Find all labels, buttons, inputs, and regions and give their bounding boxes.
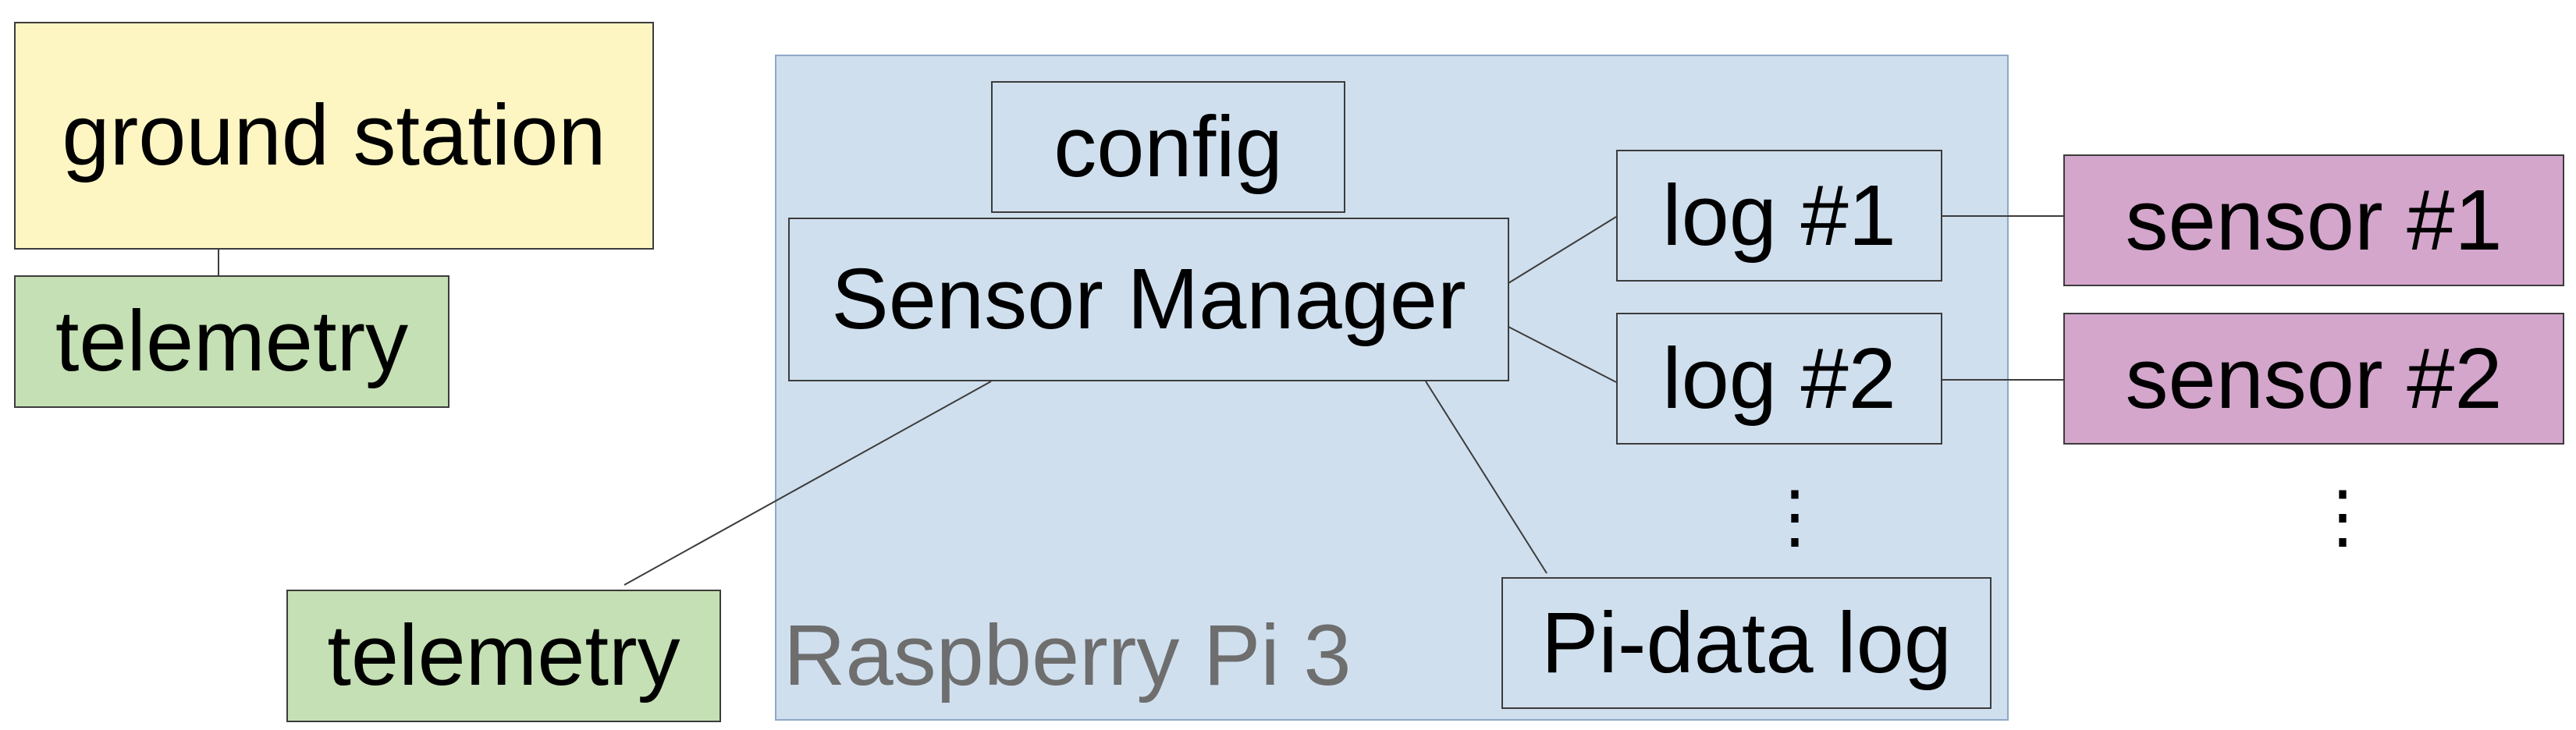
logs-ellipsis: ⋮: [1760, 482, 1830, 552]
sensor-1-label: sensor #1: [2125, 172, 2503, 268]
pi-data-log-label: Pi-data log: [1541, 594, 1952, 691]
sensor-2-node: sensor #2: [2063, 313, 2564, 445]
log-2-label: log #2: [1662, 330, 1896, 427]
sensor-manager-label: Sensor Manager: [831, 251, 1466, 347]
telemetry-label-top: telemetry: [55, 293, 409, 389]
telemetry-node-bottom: telemetry: [286, 590, 721, 722]
log-2-node: log #2: [1616, 313, 1942, 445]
config-label: config: [1053, 98, 1283, 195]
config-node: config: [991, 81, 1345, 213]
pi-data-log-node: Pi-data log: [1501, 577, 1992, 709]
sensor-2-label: sensor #2: [2125, 330, 2503, 427]
ground-station-label: ground station: [62, 87, 606, 183]
sensors-ellipsis: ⋮: [2308, 478, 2378, 556]
telemetry-node-top: telemetry: [14, 275, 449, 408]
log-1-node: log #1: [1616, 150, 1942, 282]
sensor-1-node: sensor #1: [2063, 154, 2564, 286]
sensor-manager-node: Sensor Manager: [788, 218, 1509, 381]
log-1-label: log #1: [1662, 167, 1896, 264]
telemetry-label-bottom: telemetry: [327, 608, 680, 703]
raspberry-pi-label: Raspberry Pi 3: [783, 608, 1352, 703]
ground-station-node: ground station: [14, 22, 654, 250]
